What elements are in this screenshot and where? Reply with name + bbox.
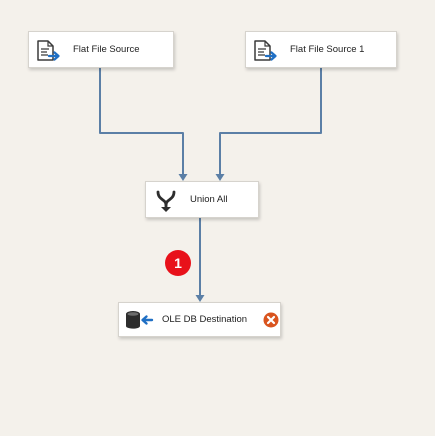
arrowhead <box>195 295 205 302</box>
error-icon[interactable] <box>263 312 279 328</box>
path-error-badge[interactable]: 1 <box>165 250 191 276</box>
ole-db-destination-node[interactable]: OLE DB Destination <box>118 302 281 337</box>
node-label: OLE DB Destination <box>162 314 248 325</box>
node-label: Flat File Source 1 <box>290 44 365 55</box>
arrowhead <box>178 174 188 181</box>
node-label: Union All <box>190 194 228 205</box>
node-label: Flat File Source <box>73 44 140 55</box>
flat-file-source-node[interactable]: Flat File Source <box>28 31 174 68</box>
path-flat-file-source-to-union <box>99 68 184 176</box>
arrowhead <box>215 174 225 181</box>
flat-file-source-1-node[interactable]: Flat File Source 1 <box>245 31 397 68</box>
union-all-icon <box>156 190 176 212</box>
flat-file-source-icon <box>254 40 277 61</box>
ole-db-destination-icon <box>126 311 154 329</box>
path-flat-file-source-1-to-union <box>219 68 322 176</box>
flat-file-source-icon <box>37 40 60 61</box>
union-all-node[interactable]: Union All <box>145 181 259 218</box>
